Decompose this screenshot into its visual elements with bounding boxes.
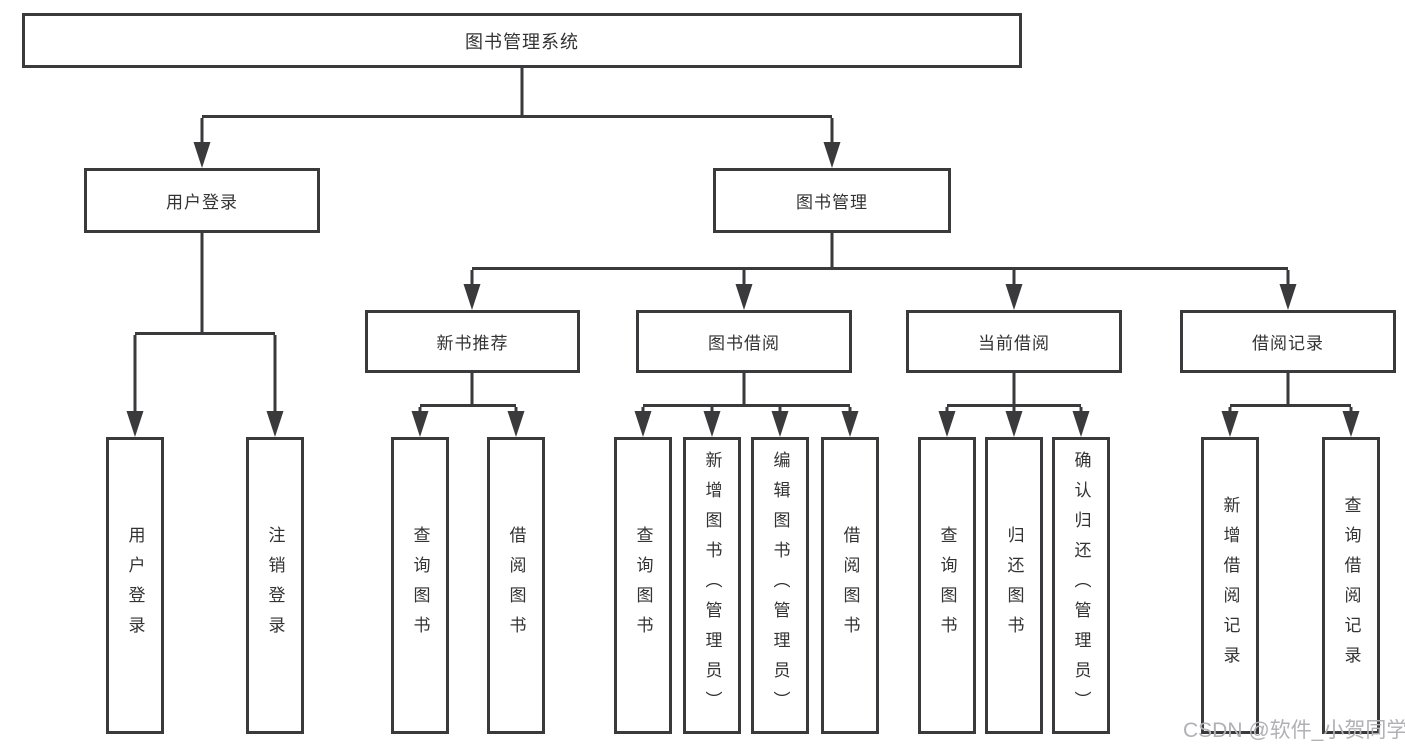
leaf-return-books: 归还图书 [985,437,1043,734]
node-book-borrowing: 图书借阅 [636,310,852,373]
leaf-query-books-current-label: 查询图书 [937,525,957,646]
leaf-query-borrow-record-label: 查询借阅记录 [1341,495,1361,676]
node-book-management-label: 图书管理 [796,193,868,212]
leaf-add-borrow-record: 新增借阅记录 [1201,437,1259,734]
node-borrow-records-label: 借阅记录 [1252,334,1324,353]
leaf-user-login: 用户登录 [106,437,164,734]
leaf-confirm-return-admin-label: 确认归还（管理员） [1071,450,1091,721]
edge-current-borrow-children [938,373,1090,437]
edge-book-borrow-children [634,373,859,437]
leaf-edit-books-admin: 编辑图书（管理员） [751,437,809,734]
leaf-query-books-borrowing: 查询图书 [614,437,672,734]
node-borrow-records: 借阅记录 [1180,310,1396,373]
leaf-return-books-label: 归还图书 [1004,525,1024,646]
node-book-borrowing-label: 图书借阅 [708,334,780,353]
node-current-borrowing-label: 当前借阅 [978,334,1050,353]
node-library-system: 图书管理系统 [22,13,1022,68]
leaf-query-books-newbooks-label: 查询图书 [410,525,430,646]
leaf-query-books-newbooks: 查询图书 [391,437,449,734]
node-new-book-recommend-label: 新书推荐 [436,334,509,353]
leaf-add-books-admin: 新增图书（管理员） [683,437,741,734]
leaf-query-borrow-record: 查询借阅记录 [1322,437,1380,734]
node-user-login: 用户登录 [84,168,320,233]
edge-new-books-children [411,373,525,437]
csdn-watermark: CSDN @软件_小贺同学 [1183,719,1405,742]
edge-book-mgmt-to-level3 [463,233,1297,310]
edge-user-login-children [126,233,284,437]
node-current-borrowing: 当前借阅 [906,310,1122,373]
edge-borrow-records-children [1221,373,1360,437]
leaf-query-books-current: 查询图书 [918,437,976,734]
leaf-edit-books-admin-label: 编辑图书（管理员） [770,450,790,721]
leaf-query-books-borrowing-label: 查询图书 [633,525,653,646]
node-new-book-recommend: 新书推荐 [365,310,580,373]
leaf-logout-label: 注销登录 [265,525,285,646]
leaf-borrow-books-newbooks: 借阅图书 [487,437,545,734]
edge-root-to-level2 [193,68,841,168]
leaf-user-login-label: 用户登录 [125,525,145,646]
leaf-logout: 注销登录 [246,437,304,734]
leaf-confirm-return-admin: 确认归还（管理员） [1052,437,1110,734]
node-library-system-label: 图书管理系统 [465,31,579,52]
node-book-management: 图书管理 [713,168,951,233]
leaf-add-books-admin-label: 新增图书（管理员） [702,450,722,721]
leaf-borrow-books-borrowing: 借阅图书 [821,437,879,734]
leaf-borrow-books-newbooks-label: 借阅图书 [506,525,526,646]
leaf-borrow-books-borrowing-label: 借阅图书 [840,525,860,646]
leaf-add-borrow-record-label: 新增借阅记录 [1220,495,1240,676]
node-user-login-label: 用户登录 [166,193,238,212]
